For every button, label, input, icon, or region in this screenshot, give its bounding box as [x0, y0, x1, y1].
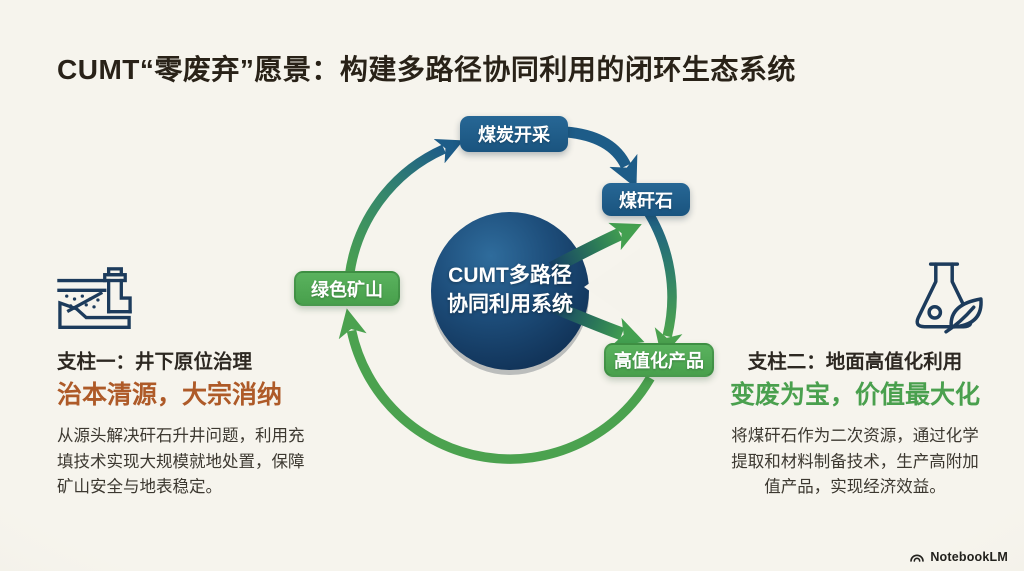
center-arrow-upper: [548, 222, 642, 274]
center-circle: [431, 212, 589, 370]
arc-green-mine-to-coal: [344, 139, 464, 278]
pillar-right-slogan: 变废为宝，价值最大化: [729, 381, 980, 409]
flask-leaf-icon: [915, 262, 983, 334]
arrow-coal-to-gangue: [565, 126, 638, 189]
center-notch: [584, 248, 640, 326]
center-system-label-line2: 协同利用系统: [447, 293, 573, 316]
pillar-right-section: 支柱二：地面高值化利用 变废为宝，价值最大化 将煤矸石作为二次资源，通过化学提取…: [726, 350, 984, 501]
pillar-right-heading: 支柱二：地面高值化利用: [747, 351, 963, 373]
center-arrow-lower: [549, 299, 645, 347]
node-green-mine-label: 绿色矿山: [311, 279, 383, 300]
underground-mine-icon: [57, 267, 132, 329]
arc-products-to-green-mine: [338, 308, 655, 464]
pillar-left-section: 支柱一：井下原位治理 治本清源，大宗消纳 从源头解决矸石升井问题，利用充填技术实…: [57, 266, 315, 501]
center-system-label-line1: CUMT多路径: [448, 264, 572, 287]
node-high-value-products: 高值化产品: [604, 343, 714, 377]
node-coal-gangue-label: 煤矸石: [619, 190, 673, 211]
flask-leaf-icon-wrap: [903, 261, 985, 340]
notebooklm-label: NotebookLM: [930, 550, 1008, 564]
pillar-left-body: 从源头解决矸石升井问题，利用充填技术实现大规模就地处置，保障矿山安全与地表稳定。: [57, 427, 305, 496]
node-high-value-products-label: 高值化产品: [614, 351, 704, 371]
center-system-label: CUMT多路径 协同利用系统: [418, 261, 602, 319]
notebooklm-icon: [910, 554, 925, 562]
notebooklm-logo: NotebookLM: [909, 550, 1008, 564]
node-green-mine: 绿色矿山: [294, 271, 400, 306]
arc-gangue-to-products: [641, 206, 683, 359]
pillar-left-slogan: 治本清源，大宗消纳: [57, 381, 283, 409]
page-title: CUMT“零废弃”愿景：构建多路径协同利用的闭环生态系统: [57, 54, 796, 85]
pillar-left-heading: 支柱一：井下原位治理: [57, 351, 253, 373]
pillar-right-body: 将煤矸石作为二次资源，通过化学提取和材料制备技术，生产高附加值产品，实现经济效益…: [731, 427, 979, 496]
node-coal-gangue: 煤矸石: [602, 183, 690, 216]
node-coal-mining: 煤炭开采: [460, 116, 568, 152]
node-coal-mining-label: 煤炭开采: [478, 125, 550, 145]
